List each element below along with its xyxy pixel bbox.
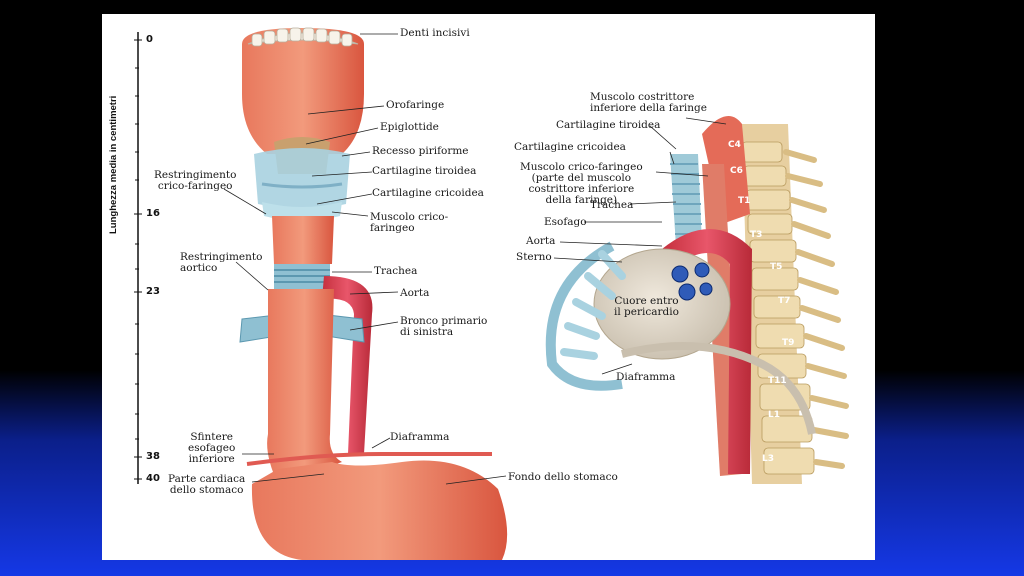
axis-tick: 16: [146, 208, 160, 219]
esophagus-figure: [240, 28, 507, 560]
label-cartilagine-tiroidea-right: Cartilagine tiroidea: [556, 120, 660, 131]
label-muscolo-costrittore: Muscolo costrittore inferiore della fari…: [590, 92, 707, 114]
vertebra-label: T5: [770, 262, 782, 272]
vertebra-label: T9: [782, 338, 794, 348]
length-axis: [134, 32, 142, 484]
label-orofaringe: Orofaringe: [386, 100, 444, 111]
vertebra-label: T3: [750, 230, 762, 240]
label-recesso-piriforme: Recesso piriforme: [372, 146, 469, 157]
label-bronco: Bronco primario di sinistra: [400, 316, 487, 338]
vertebra-label: C4: [728, 140, 741, 150]
label-diaframma: Diaframma: [390, 432, 449, 443]
label-cuore: Cuore entro il pericardio: [614, 296, 679, 318]
label-aorta: Aorta: [400, 288, 429, 299]
label-parte-cardiaca: Parte cardiaca dello stomaco: [168, 474, 245, 496]
axis-title: Lunghezza media in centimetri: [108, 54, 122, 234]
label-muscolo-crico: Muscolo crico- faringeo: [370, 212, 448, 234]
axis-tick: 38: [146, 451, 160, 462]
label-restringimento-crico: Restringimento crico-faringeo: [154, 170, 236, 192]
label-trachea: Trachea: [374, 266, 417, 277]
label-restringimento-aortico: Restringimento aortico: [180, 252, 262, 274]
label-aorta-right: Aorta: [526, 236, 555, 247]
label-sfintere: Sfintere esofageo inferiore: [188, 432, 235, 465]
label-epiglottide: Epiglottide: [380, 122, 439, 133]
label-esofago: Esofago: [544, 217, 587, 228]
label-cartilagine-tiroidea: Cartilagine tiroidea: [372, 166, 476, 177]
vertebra-label: L1: [768, 410, 780, 420]
label-denti-incisivi: Denti incisivi: [400, 28, 470, 39]
vertebra-label: T11: [768, 376, 787, 386]
axis-tick: 40: [146, 473, 160, 484]
axis-tick: 23: [146, 286, 160, 297]
vertebra-label: T7: [778, 296, 790, 306]
vertebra-label: T1: [738, 196, 750, 206]
label-cartilagine-cricoidea: Cartilagine cricoidea: [372, 188, 484, 199]
label-cartilagine-cricoidea-right: Cartilagine cricoidea: [514, 142, 626, 153]
label-sterno: Sterno: [516, 252, 552, 263]
axis-tick: 0: [146, 34, 153, 45]
vertebra-label: L3: [762, 454, 774, 464]
label-fondo-stomaco: Fondo dello stomaco: [508, 472, 618, 483]
diagram-slide: Lunghezza media in centimetri 0 16 23 38…: [102, 14, 875, 560]
label-trachea-right: Trachea: [590, 200, 633, 211]
vertebra-label: C6: [730, 166, 743, 176]
label-diaframma-right: Diaframma: [616, 372, 675, 383]
